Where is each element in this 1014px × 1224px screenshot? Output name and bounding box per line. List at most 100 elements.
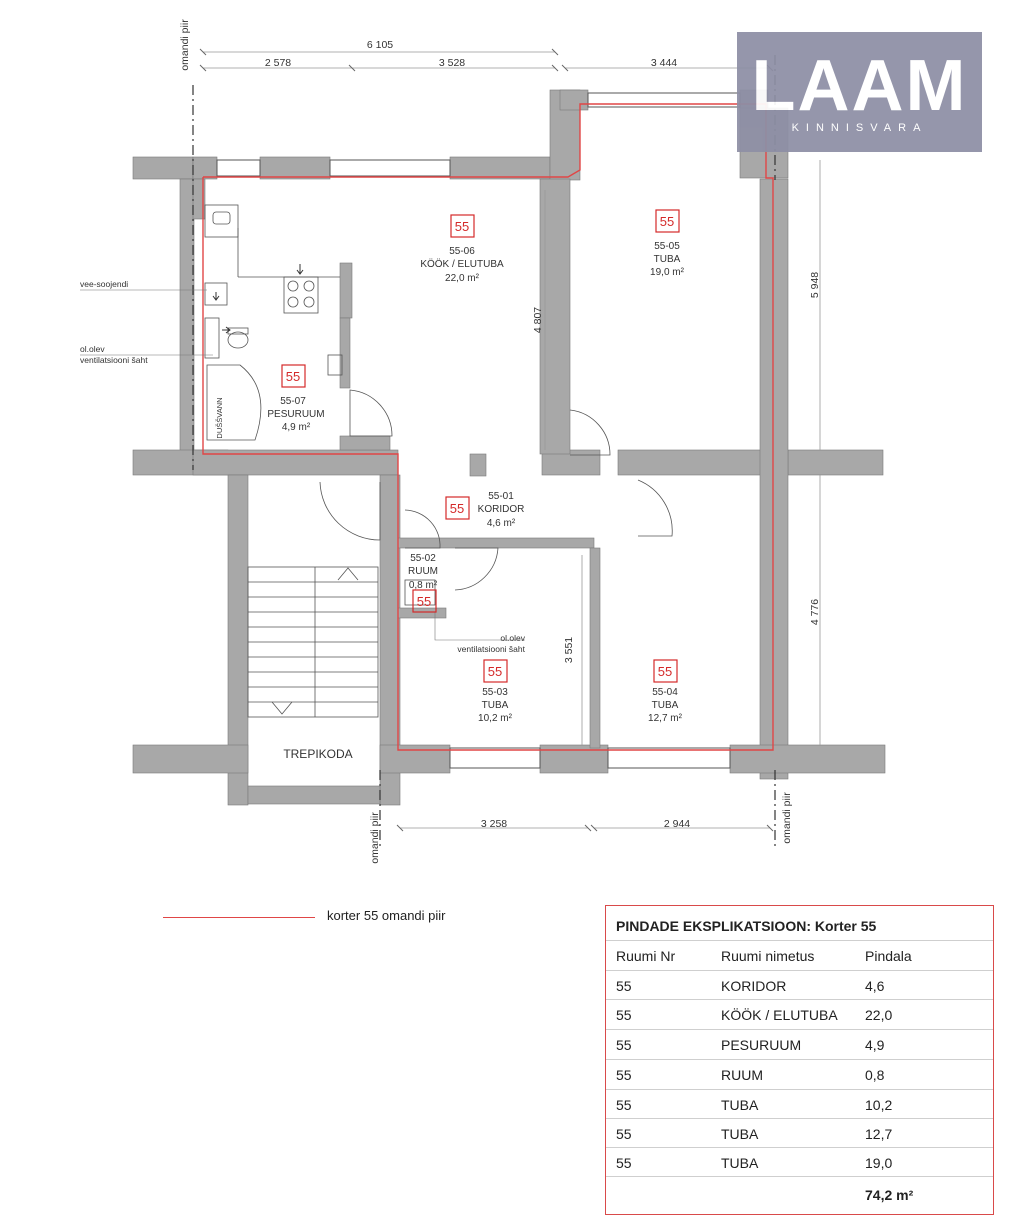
header-area: Pindala	[865, 948, 912, 964]
room-name: KÖÖK / ELUTUBA	[420, 258, 504, 270]
cell-room-number: 55	[616, 1126, 632, 1142]
table-divider	[606, 1176, 993, 1177]
table-row: 55 KÖÖK / ELUTUBA 22,0	[606, 999, 993, 1029]
cell-room-number: 55	[616, 1037, 632, 1053]
cell-area: 4,6	[865, 978, 885, 994]
shower-label: DUŠŠVANN	[215, 397, 224, 438]
dim-top-right: 3 444	[651, 57, 677, 69]
room-area: 4,9 m²	[282, 422, 311, 433]
stairs	[247, 566, 379, 718]
dim-right-lower: 4 776	[809, 599, 821, 625]
dim-top-total: 6 105	[367, 39, 393, 51]
table-row: 55 PESURUUM 4,9	[606, 1029, 993, 1059]
vent-shaft-label: ol.olev	[80, 344, 105, 354]
dim-bottom-right: 2 944	[664, 818, 690, 830]
dimension-lines	[203, 51, 821, 829]
legend: korter 55 omandi piir	[163, 905, 583, 929]
cell-room-name: TUBA	[721, 1155, 759, 1171]
room-tag-box	[412, 589, 437, 613]
dim-top-mid: 3 528	[439, 57, 465, 69]
room-area: 10,2 m²	[478, 713, 513, 724]
cell-area: 4,9	[865, 1037, 885, 1053]
room-tag-box	[483, 659, 508, 683]
room-tag-number: 55	[660, 214, 674, 229]
cell-room-number: 55	[616, 1007, 632, 1023]
header-room-name: Ruumi nimetus	[721, 948, 815, 964]
room-name: PESURUUM	[267, 409, 324, 420]
vent-shaft-label: ol.olev	[500, 633, 525, 643]
walls	[132, 89, 886, 806]
stairwell-label: TREPIKODA	[283, 747, 352, 761]
room-tag-number: 55	[417, 594, 431, 609]
header-room-number: Ruumi Nr	[616, 948, 676, 964]
table-row: 55 TUBA 19,0	[606, 1147, 993, 1177]
dim-right-upper: 5 948	[809, 272, 821, 298]
vent-shaft-label: ventilatsiooni šaht	[80, 355, 148, 365]
room-name: TUBA	[482, 700, 509, 711]
room-tag-number: 55	[488, 664, 502, 679]
room-area: 22,0 m²	[445, 273, 480, 284]
room-name: TUBA	[652, 700, 679, 711]
room-code: 55-04	[652, 687, 678, 698]
cell-room-name: TUBA	[721, 1097, 759, 1113]
table-row: 55 TUBA 10,2	[606, 1089, 993, 1119]
property-line-label: omandi piir	[179, 19, 191, 71]
apartment-boundary-line	[202, 103, 774, 751]
cell-area: 10,2	[865, 1097, 893, 1113]
property-line-label: omandi piir	[781, 792, 793, 844]
logo-subtitle: KINNISVARA	[791, 122, 928, 134]
leader-lines	[80, 289, 525, 641]
room-name: RUUM	[408, 566, 438, 577]
cell-room-name: KORIDOR	[721, 978, 787, 994]
property-line-label: omandi piir	[369, 812, 381, 864]
cell-area: 19,0	[865, 1155, 893, 1171]
room-code: 55-05	[654, 241, 680, 252]
dim-top-left: 2 578	[265, 57, 291, 69]
cell-room-number: 55	[616, 1067, 632, 1083]
room-tag-box	[281, 364, 306, 388]
annotations: vee-soojendi ol.olev ventilatsiooni šaht…	[80, 279, 526, 761]
cell-area: 12,7	[865, 1126, 893, 1142]
legend-line-swatch	[163, 917, 315, 918]
room-tag-numbers: 55 55 55 55 55 55 55	[286, 214, 674, 679]
room-code: 55-02	[410, 553, 436, 564]
cell-room-number: 55	[616, 978, 632, 994]
table-header-row: Ruumi Nr Ruumi nimetus Pindala	[606, 941, 993, 970]
table-row: 55 TUBA 12,7	[606, 1118, 993, 1148]
vent-shaft-label: ventilatsiooni šaht	[457, 644, 525, 654]
dim-inner-vertical-2: 3 551	[563, 637, 575, 663]
fixtures	[204, 204, 436, 606]
room-tag-number: 55	[450, 501, 464, 516]
cell-area: 22,0	[865, 1007, 893, 1023]
cell-room-name: RUUM	[721, 1067, 763, 1083]
room-code: 55-07	[280, 396, 306, 407]
room-tags	[281, 209, 680, 683]
table-row: 55 KORIDOR 4,6	[606, 970, 993, 1000]
room-code: 55-03	[482, 687, 508, 698]
table-total: 74,2 m²	[865, 1187, 914, 1203]
room-code: 55-06	[449, 246, 475, 257]
table-row: 55 RUUM 0,8	[606, 1059, 993, 1089]
table-title: PINDADE EKSPLIKATSIOON: Korter 55	[616, 918, 877, 934]
room-tag-number: 55	[286, 369, 300, 384]
legend-label: korter 55 omandi piir	[327, 908, 446, 923]
room-tag-box	[655, 209, 680, 233]
cell-room-number: 55	[616, 1097, 632, 1113]
dimension-labels: 6 105 2 578 3 528 3 444 5 948 4 776 4 80…	[265, 39, 821, 830]
dim-inner-vertical: 4 807	[532, 307, 544, 333]
cell-room-name: PESURUUM	[721, 1037, 802, 1053]
room-tag-number: 55	[658, 664, 672, 679]
room-labels: 55-06 KÖÖK / ELUTUBA 22,0 m² 55-05 TUBA …	[267, 241, 684, 724]
doors	[319, 389, 673, 591]
cell-area: 0,8	[865, 1067, 885, 1083]
room-tag-number: 55	[455, 219, 469, 234]
property-line-labels: omandi piir omandi piir omandi piir	[179, 19, 793, 864]
room-code: 55-01	[488, 491, 514, 502]
room-area: 0,8 m²	[409, 580, 438, 591]
room-tag-box	[445, 496, 470, 520]
company-logo: LAAM KINNISVARA	[737, 32, 982, 152]
table-divider	[606, 940, 993, 941]
room-name: TUBA	[654, 254, 681, 265]
area-table: PINDADE EKSPLIKATSIOON: Korter 55 Ruumi …	[605, 905, 994, 1215]
room-area: 12,7 m²	[648, 713, 683, 724]
